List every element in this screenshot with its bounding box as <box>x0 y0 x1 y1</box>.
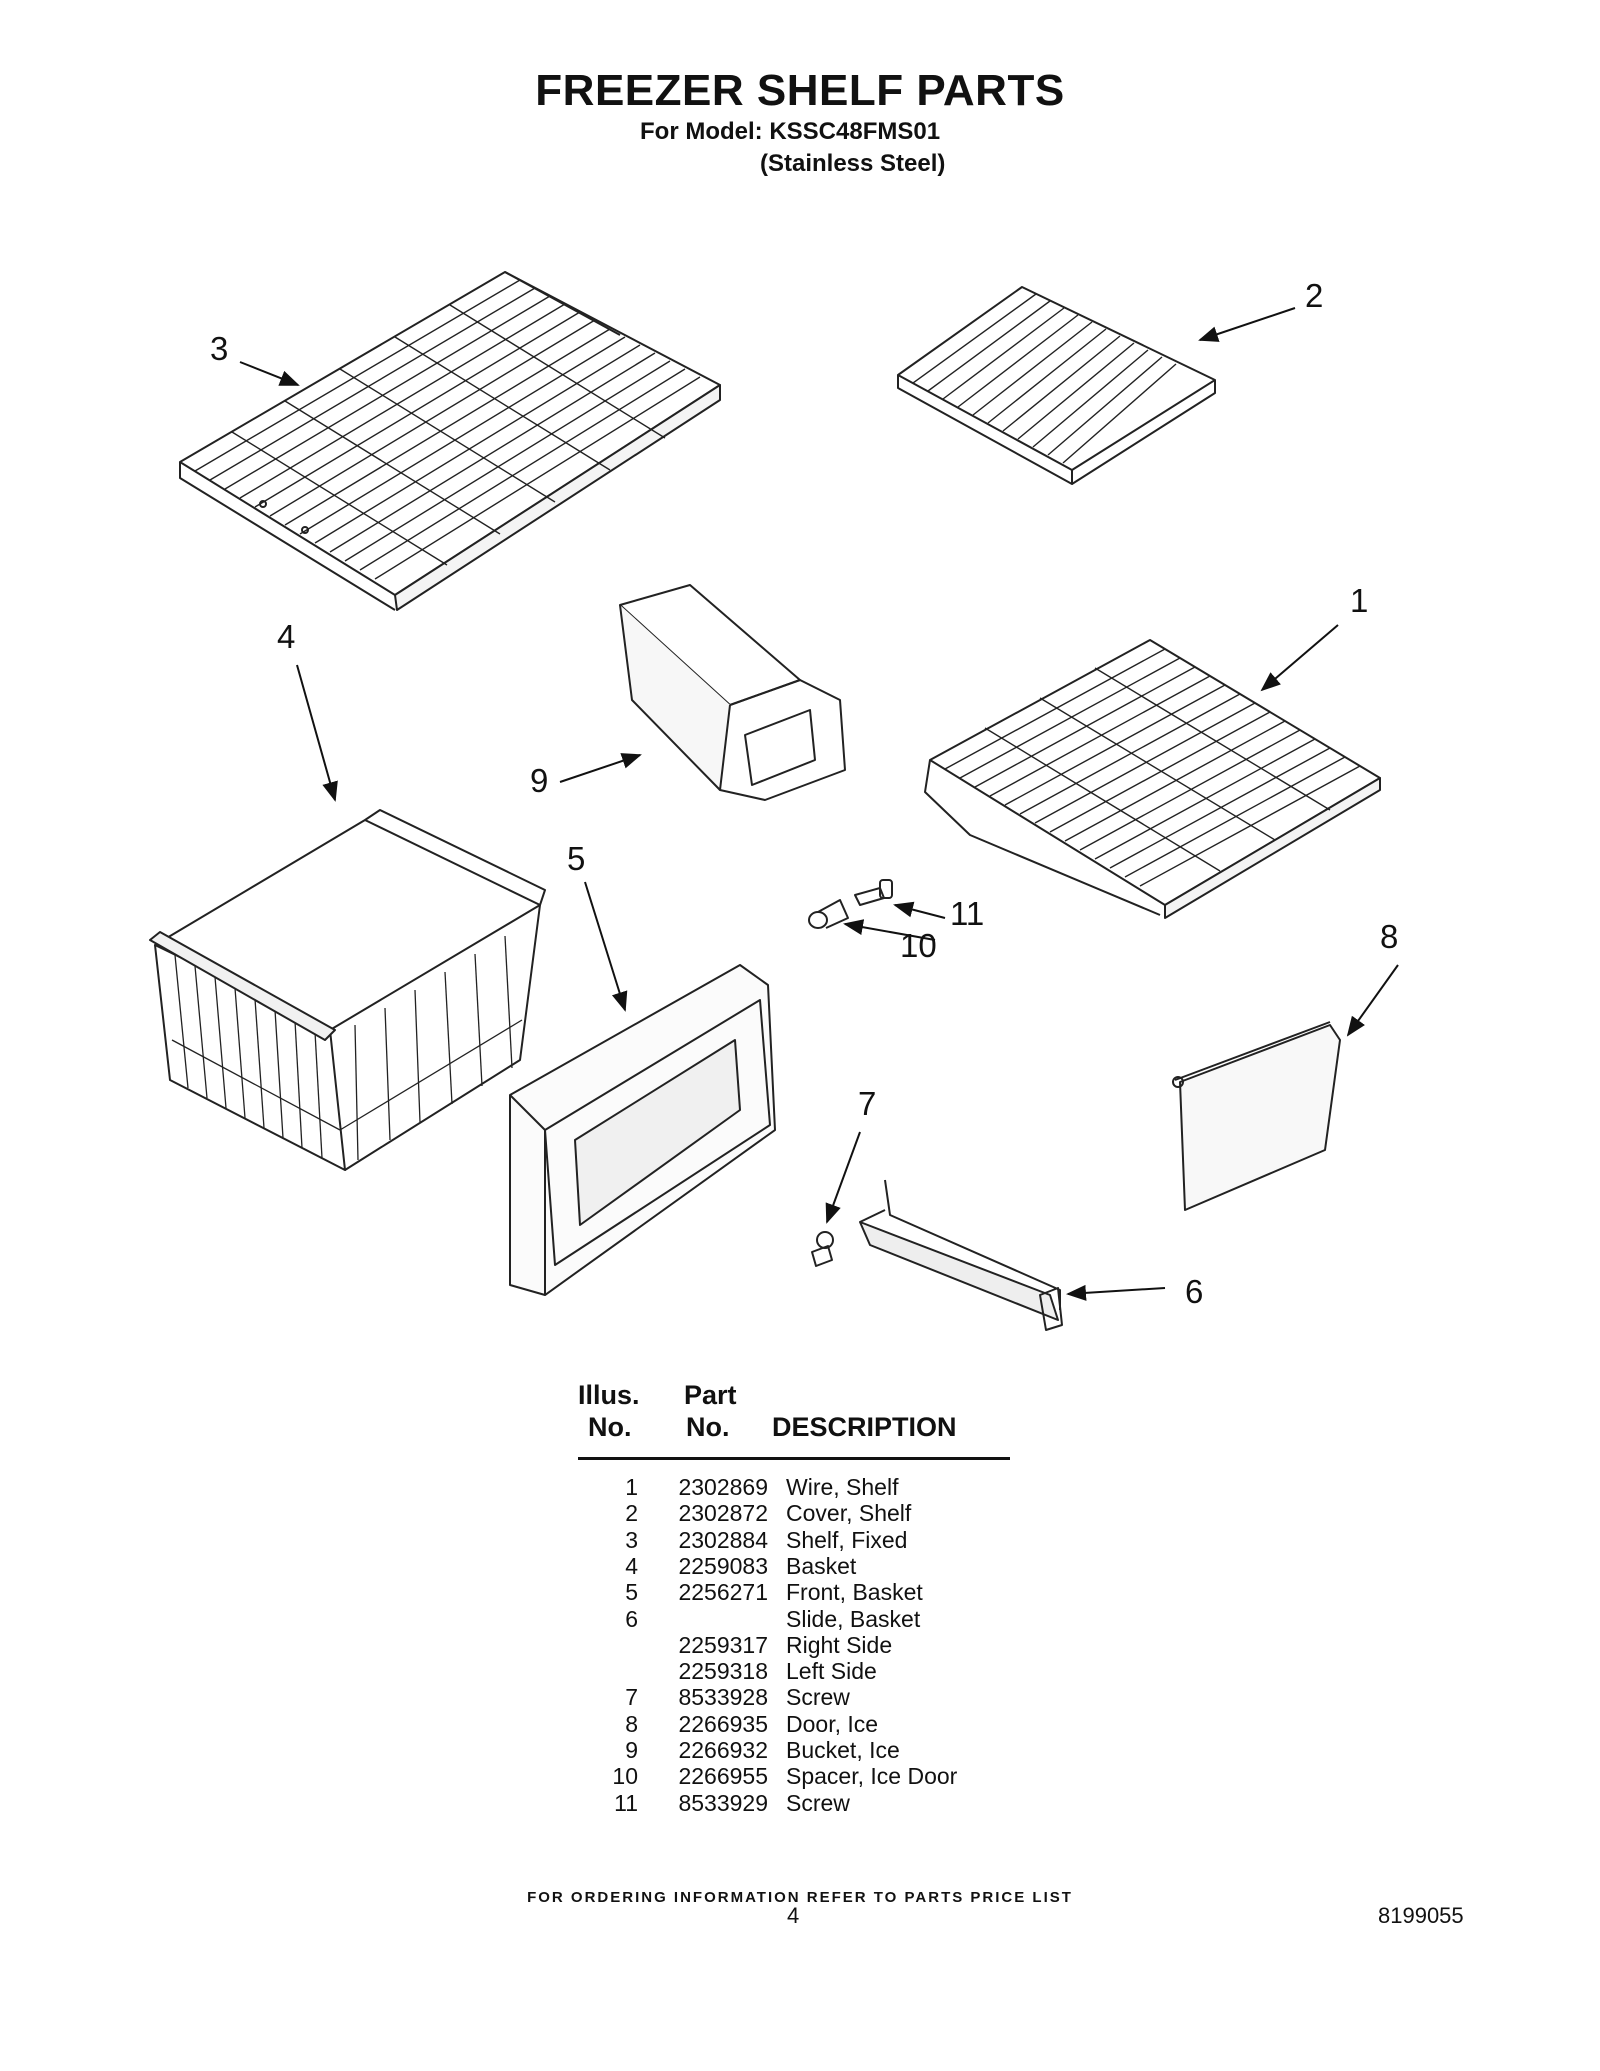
description-cell: Slide, Basket <box>786 1606 921 1632</box>
ice-bucket-illustration <box>619 584 846 801</box>
illus-no-cell: 4 <box>625 1553 638 1579</box>
illus-no-cell: 5 <box>625 1579 638 1605</box>
description-cell: Left Side <box>786 1658 877 1684</box>
illus-no-cell: 7 <box>625 1684 638 1710</box>
illus-no-cell: 3 <box>625 1527 638 1553</box>
callout-1: 1 <box>1350 582 1369 619</box>
description-cell: Front, Basket <box>786 1579 923 1605</box>
ordering-note: FOR ORDERING INFORMATION REFER TO PARTS … <box>527 1889 1073 1906</box>
header-rule <box>578 1457 1010 1460</box>
parts-diagram <box>149 271 1399 1331</box>
callout-10: 10 <box>900 927 937 964</box>
part-no-cell: 2302884 <box>678 1527 768 1553</box>
fixed-shelf-illustration <box>179 271 721 611</box>
description-cell: Screw <box>786 1684 850 1710</box>
description-cell: Spacer, Ice Door <box>786 1763 958 1789</box>
ice-door-illustration <box>1172 1021 1341 1211</box>
part-no-cell: 2259317 <box>678 1632 768 1658</box>
spacer-screw-illustration <box>808 879 893 929</box>
col-desc-header: DESCRIPTION <box>772 1412 957 1442</box>
part-no-cell: 2266932 <box>678 1737 768 1763</box>
part-no-cell: 2266955 <box>678 1763 768 1789</box>
callout-5: 5 <box>567 840 586 877</box>
callout-2: 2 <box>1305 277 1324 314</box>
page-number: 4 <box>787 1903 800 1928</box>
part-no-cell: 2259318 <box>678 1658 768 1684</box>
col-part-header-2: No. <box>686 1412 730 1442</box>
part-no-cell: 2302869 <box>678 1474 768 1500</box>
callout-11: 11 <box>950 895 985 932</box>
page-title: FREEZER SHELF PARTS <box>535 66 1065 115</box>
finish-line: (Stainless Steel) <box>760 150 946 177</box>
illus-no-cell: 8 <box>625 1711 638 1737</box>
callout-7: 7 <box>858 1085 877 1122</box>
description-cell: Bucket, Ice <box>786 1737 900 1763</box>
illus-no-cell: 1 <box>625 1474 638 1500</box>
part-no-cell: 2266935 <box>678 1711 768 1737</box>
description-cell: Wire, Shelf <box>786 1474 899 1500</box>
illus-no-cell: 10 <box>612 1763 638 1789</box>
shelf-cover-illustration <box>897 286 1216 485</box>
col-part-header-1: Part <box>684 1380 737 1410</box>
part-no-cell: 8533928 <box>678 1684 768 1710</box>
col-illus-header-1: Illus. <box>578 1380 640 1410</box>
callout-4: 4 <box>277 618 296 655</box>
description-cell: Right Side <box>786 1632 893 1658</box>
col-illus-header-2: No. <box>588 1412 632 1442</box>
illus-no-cell: 11 <box>614 1790 638 1816</box>
document-number: 8199055 <box>1378 1903 1464 1928</box>
callout-8: 8 <box>1380 918 1399 955</box>
callout-6: 6 <box>1185 1273 1204 1310</box>
part-no-cell: 2302872 <box>678 1500 768 1526</box>
description-cell: Screw <box>786 1790 850 1816</box>
description-cell: Door, Ice <box>786 1711 879 1737</box>
basket-illustration <box>149 809 546 1171</box>
basket-front-illustration <box>509 964 776 1296</box>
wire-shelf-illustration <box>924 639 1381 919</box>
part-no-cell: 2259083 <box>678 1553 768 1579</box>
description-cell: Cover, Shelf <box>786 1500 912 1526</box>
part-no-cell: 8533929 <box>678 1790 768 1816</box>
callout-9: 9 <box>530 762 549 799</box>
model-line: For Model: KSSC48FMS01 <box>640 118 941 145</box>
illus-no-cell: 6 <box>625 1606 638 1632</box>
description-cell: Shelf, Fixed <box>786 1527 908 1553</box>
callout-3: 3 <box>210 330 229 367</box>
slide-screw-illustration <box>811 1179 1063 1331</box>
part-no-cell: 2256271 <box>678 1579 768 1605</box>
description-cell: Basket <box>786 1553 857 1579</box>
illus-no-cell: 9 <box>625 1737 638 1763</box>
illus-no-cell: 2 <box>625 1500 638 1526</box>
